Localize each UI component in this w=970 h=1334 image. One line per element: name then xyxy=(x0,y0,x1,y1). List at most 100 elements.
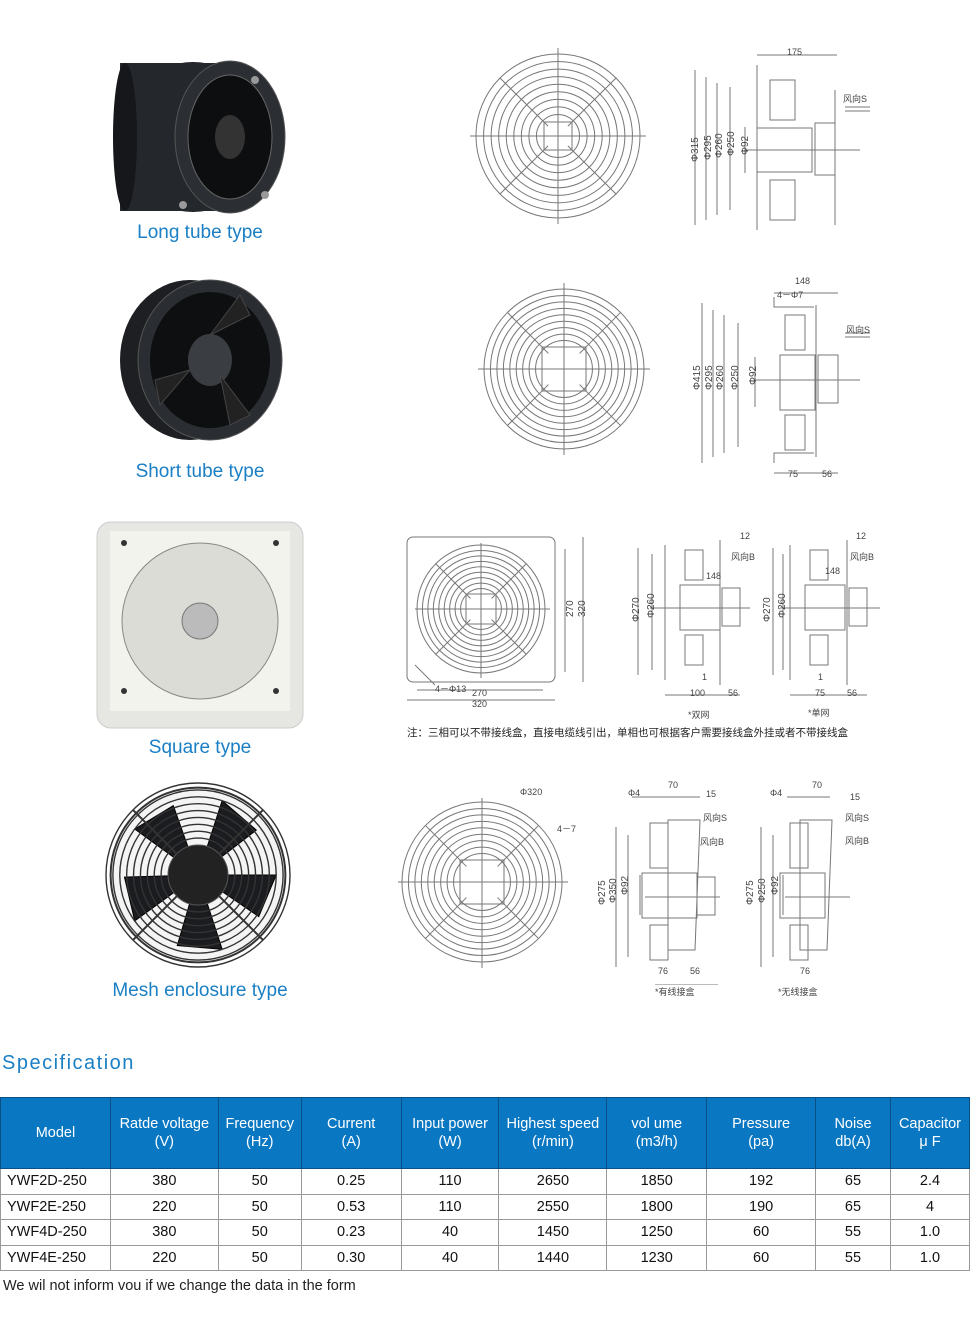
dim-d3: Φ260 xyxy=(715,365,726,390)
dim-b1: 100 xyxy=(690,688,706,698)
dim-diameter: Φ320 xyxy=(520,787,543,797)
dim-top: 12 xyxy=(856,531,867,541)
caption: *单网 xyxy=(808,708,830,718)
dim-b1: 75 xyxy=(815,688,826,698)
single-mesh-side-drawing xyxy=(772,540,880,696)
value-cell: 2.4 xyxy=(889,1168,970,1195)
value-cell: 1440 xyxy=(498,1244,608,1271)
dim-h2: 320 xyxy=(577,600,588,617)
dim-b2: 56 xyxy=(847,688,858,698)
column-header-line: (W) xyxy=(438,1134,462,1150)
value-cell: 50 xyxy=(217,1168,302,1195)
long-tube-type-label: Long tube type xyxy=(137,222,263,243)
dim-w: 70 xyxy=(668,780,679,790)
short-tube-side-view-drawing xyxy=(701,292,870,474)
airflow-label: 风向S xyxy=(843,94,868,104)
short-tube-front-view-drawing xyxy=(478,283,650,455)
dim-b1: 76 xyxy=(800,966,811,976)
dim-hole: Φ4 xyxy=(628,788,641,798)
value-cell: 40 xyxy=(400,1219,500,1246)
column-header-line: Pressure xyxy=(732,1116,791,1132)
square-type-label: Square type xyxy=(148,737,252,758)
dim-d5: Φ92 xyxy=(748,365,759,385)
caption: *无线接盒 xyxy=(778,987,818,997)
value-cell: 220 xyxy=(109,1244,219,1271)
column-header-line: Highest speed xyxy=(506,1116,600,1132)
dim-w2: 320 xyxy=(472,699,488,709)
dim-d1: Φ270 xyxy=(631,597,642,622)
dim-b1: 76 xyxy=(658,966,669,976)
mesh-front-view-drawing xyxy=(398,798,568,968)
dim-width: 148 xyxy=(795,276,811,286)
value-cell: 1250 xyxy=(606,1219,708,1246)
column-header: Current(A) xyxy=(300,1097,402,1169)
value-cell: 50 xyxy=(217,1219,302,1246)
value-cell: 55 xyxy=(815,1244,891,1271)
dim-d3: Φ92 xyxy=(770,875,781,895)
value-cell: 4 xyxy=(889,1193,970,1220)
column-header-line: (pa) xyxy=(748,1134,774,1150)
dim-d3: Φ92 xyxy=(620,875,631,895)
dim-holes: 4－Φ7 xyxy=(777,290,804,300)
column-header: Noise db(A) xyxy=(815,1097,891,1169)
mesh-with-box-side-drawing xyxy=(615,796,720,985)
airflow-label: 风向S xyxy=(846,325,871,335)
dim-d2: Φ260 xyxy=(646,593,657,618)
value-cell: 0.25 xyxy=(300,1168,402,1195)
model-cell: YWF4E-250 xyxy=(0,1244,111,1271)
model-cell: YWF2E-250 xyxy=(0,1193,111,1220)
specification-heading: Specification xyxy=(2,1052,135,1074)
value-cell: 50 xyxy=(217,1193,302,1220)
column-header: Pressure (pa) xyxy=(706,1097,817,1169)
column-header-line: Input power xyxy=(412,1116,488,1132)
column-header-line: Capacitor xyxy=(898,1116,961,1132)
value-cell: 40 xyxy=(400,1244,500,1271)
column-header-line: Ratde voltage xyxy=(119,1116,210,1132)
value-cell: 1.0 xyxy=(889,1219,970,1246)
dim-gap: 1 xyxy=(702,672,708,682)
dim-d2: Φ350 xyxy=(608,878,619,903)
column-header-line: vol ume xyxy=(631,1116,683,1132)
column-header-line: (r/min) xyxy=(531,1134,574,1150)
column-header-line: Current xyxy=(326,1116,376,1132)
dim-d2: Φ250 xyxy=(757,878,768,903)
airflow-label: 风向B xyxy=(731,552,756,562)
column-header: Frequency(Hz) xyxy=(217,1097,302,1169)
dim-t: 15 xyxy=(706,789,717,799)
column-header-line: db(A) xyxy=(835,1134,871,1150)
model-cell: YWF2D-250 xyxy=(0,1168,111,1195)
value-cell: 2550 xyxy=(498,1193,608,1220)
short-tube-type-label: Short tube type xyxy=(135,461,265,482)
dim-d2: Φ295 xyxy=(703,135,714,160)
value-cell: 1230 xyxy=(606,1244,708,1271)
column-header-line: Noise xyxy=(834,1116,872,1132)
dim-depth: 148 xyxy=(706,571,722,581)
dim-gap: 1 xyxy=(818,672,824,682)
value-cell: 65 xyxy=(815,1168,891,1195)
square-fan-photo xyxy=(96,521,304,729)
value-cell: 190 xyxy=(706,1193,817,1220)
dim-hole: Φ4 xyxy=(770,788,783,798)
model-cell: YWF4D-250 xyxy=(0,1219,111,1246)
footnote: We wil not inform vou if we change the d… xyxy=(3,1278,356,1294)
value-cell: 380 xyxy=(109,1219,219,1246)
long-tube-front-view-drawing xyxy=(470,48,646,224)
mesh-without-box-side-drawing xyxy=(760,796,850,967)
dim-d4: Φ250 xyxy=(730,365,741,390)
dim-top: 12 xyxy=(740,531,751,541)
value-cell: 1850 xyxy=(606,1168,708,1195)
dim-d1: Φ275 xyxy=(597,880,608,905)
long-tube-fan-photo xyxy=(113,60,286,214)
dim-b2: 56 xyxy=(728,688,739,698)
dim-d4: Φ250 xyxy=(726,131,737,156)
airflow-b-label: 风向B xyxy=(700,837,725,847)
column-header-line: (Hz) xyxy=(246,1134,274,1150)
dim-d1: Φ415 xyxy=(692,365,703,390)
value-cell: 0.23 xyxy=(300,1219,402,1246)
